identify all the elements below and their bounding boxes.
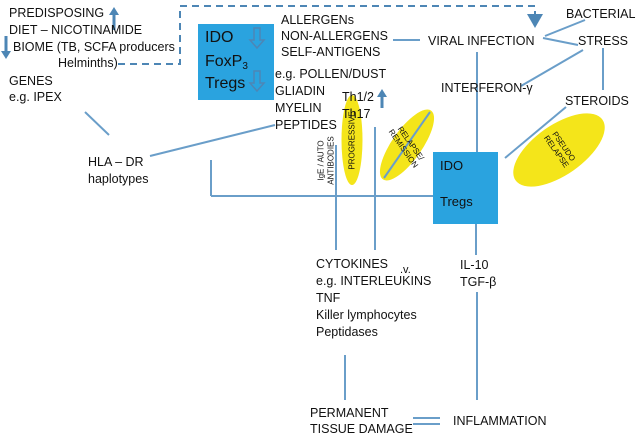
cytokine-item: e.g. INTERLEUKINS	[316, 274, 432, 288]
progressive-oval	[341, 95, 363, 185]
antigen-item: SELF-ANTIGENS	[281, 45, 381, 59]
ige-auto-label: IgE / AUTO	[316, 140, 326, 181]
tgf-beta-label: TGF-β	[460, 275, 497, 289]
antigen-example: MYELIN	[275, 101, 322, 115]
box-foxp3-label: FoxP3	[205, 53, 248, 72]
ido-foxp3-tregs-box	[198, 24, 274, 100]
hla-haplotypes-label: haplotypes	[88, 172, 149, 186]
biome-label: BIOME (TB, SCFA producers	[13, 40, 175, 54]
up-arrow-icon	[109, 7, 119, 30]
antigen-item: NON-ALLERGENS	[281, 29, 388, 43]
il10-label: IL-10	[460, 258, 489, 272]
cytokine-item: Peptidases	[316, 325, 378, 339]
arrow-icons	[1, 7, 387, 108]
diet-label: DIET – NICOTINAMIDE	[9, 23, 143, 37]
box-tregs-label: Tregs	[205, 75, 246, 92]
connector-lines	[84, 19, 604, 425]
ipex-label: e.g. IPEX	[9, 90, 62, 104]
center-tregs-label: Tregs	[440, 194, 473, 209]
permanent-label: PERMANENT	[310, 406, 389, 420]
tissue-damage-label: TISSUE DAMAGE	[310, 422, 413, 436]
pseudo-relapse-oval	[513, 113, 605, 187]
biome-label-continued: Helminths)	[58, 56, 118, 70]
cytokine-item: Killer lymphocytes	[316, 308, 417, 322]
antigen-example: e.g. POLLEN/DUST	[275, 67, 387, 81]
down-arrow-icon	[1, 36, 11, 59]
down-arrow-icon	[248, 27, 266, 50]
antigen-example: PEPTIDES	[275, 118, 337, 132]
ido-tregs-box	[433, 152, 498, 224]
progressive-label: PROGRESSIVE	[347, 111, 357, 170]
steroids-label: STEROIDS	[565, 94, 629, 108]
center-ido-label: IDO	[440, 158, 464, 173]
th17-label: Th17	[342, 107, 371, 121]
th12-label: Th1/2	[342, 90, 374, 104]
antigen-item: ALLERGENs	[281, 13, 354, 27]
versus-label: .v.	[400, 264, 411, 276]
antibodies-label: ANTIBODIES	[326, 136, 336, 185]
bacterial-label: BACTERIAL	[566, 7, 636, 21]
cytokine-item: CYTOKINES	[316, 257, 389, 271]
stress-label: STRESS	[578, 34, 629, 48]
predisposing-label: PREDISPOSING	[9, 6, 105, 20]
antigen-example: GLIADIN	[275, 84, 326, 98]
hla-dr-label: HLA – DR	[88, 155, 144, 169]
genes-label: GENES	[9, 74, 53, 88]
down-arrow-icon	[248, 70, 266, 93]
box-ido-label: IDO	[205, 29, 234, 46]
up-arrow-icon	[377, 89, 387, 108]
interferon-gamma-label: INTERFERON-γ	[441, 81, 533, 95]
inflammation-label: INFLAMMATION	[453, 414, 547, 428]
relapse-divider-line	[383, 111, 431, 179]
dashed-feedback-line	[118, 5, 543, 65]
viral-infection-label: VIRAL INFECTION	[428, 34, 535, 48]
cytokine-item: TNF	[316, 291, 341, 305]
